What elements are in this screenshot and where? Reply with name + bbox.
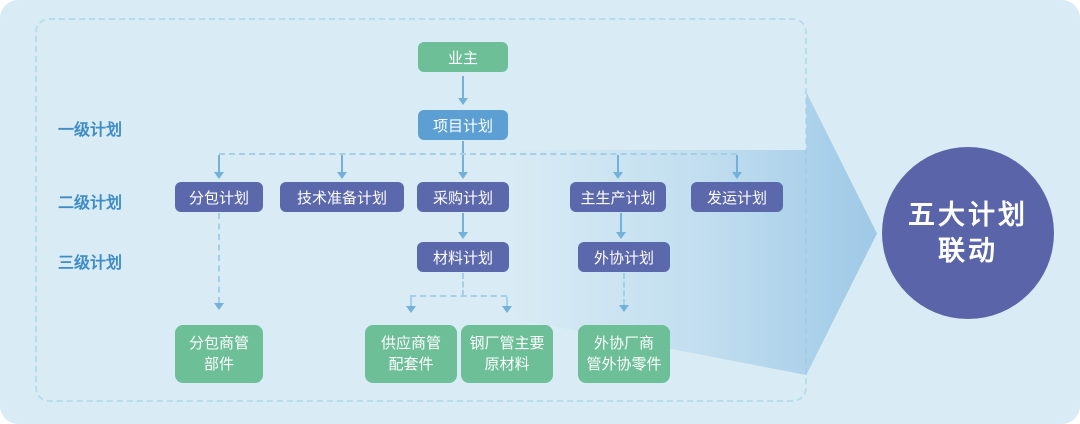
arrowhead-bus-subcontract	[214, 172, 224, 179]
highlight-circle: 五大计划 联动	[882, 147, 1054, 319]
arrowhead-bus-masterproduction	[613, 172, 623, 179]
row-label-level1: 一级计划	[58, 122, 123, 139]
node-master-production-plan: 主生产计划	[570, 182, 666, 212]
arrowhead-bus-shipping	[732, 172, 742, 179]
row-label-level3: 三级计划	[58, 255, 123, 272]
level2-bus-line	[219, 153, 737, 155]
node-procurement-plan: 采购计划	[417, 182, 509, 212]
connector-outsourcing-vendor	[623, 273, 625, 305]
node-steel-mill-materials: 钢厂管主要 原材料	[461, 325, 553, 383]
connector-bus-procurement	[462, 155, 464, 172]
connector-masterproduction-outsourcing	[620, 213, 622, 232]
connector-owner-project	[462, 76, 464, 98]
arrowhead-outsourcing-vendor	[619, 305, 629, 312]
node-shipping-plan: 发运计划	[691, 182, 783, 212]
arrowhead-split-steelmill	[502, 306, 512, 313]
connector-split-supplier	[410, 297, 412, 306]
arrowhead-owner-project	[458, 98, 468, 105]
arrowhead-subcontract-parts	[214, 303, 224, 310]
arrowhead-bus-techprep	[337, 172, 347, 179]
row-label-level2: 二级计划	[58, 195, 123, 212]
connector-split-steelmill	[506, 297, 508, 306]
node-project-plan: 项目计划	[418, 110, 508, 140]
connector-procurement-material	[462, 213, 464, 232]
connector-project-bus	[462, 141, 464, 154]
connector-material-split	[462, 273, 464, 296]
connector-bus-subcontract	[218, 155, 220, 172]
node-outsourcing-vendor-parts: 外协厂商 管外协零件	[578, 325, 670, 383]
connector-bus-shipping	[736, 155, 738, 172]
node-owner: 业主	[418, 42, 508, 72]
node-subcontract-plan: 分包计划	[175, 182, 263, 212]
arrowhead-procurement-material	[458, 232, 468, 239]
connector-bus-masterproduction	[617, 155, 619, 172]
connector-subcontract-parts	[218, 213, 220, 303]
arrowhead-split-supplier	[406, 306, 416, 313]
material-split-line	[410, 295, 507, 297]
node-tech-prep-plan: 技术准备计划	[280, 182, 404, 212]
arrowhead-bus-procurement	[458, 172, 468, 179]
node-outsourcing-plan: 外协计划	[578, 242, 670, 272]
connector-bus-techprep	[341, 155, 343, 172]
node-supplier-parts: 供应商管 配套件	[365, 325, 457, 383]
node-material-plan: 材料计划	[417, 242, 509, 272]
node-subcontractor-parts: 分包商管 部件	[175, 325, 263, 383]
arrowhead-masterproduction-outsourcing	[616, 232, 626, 239]
